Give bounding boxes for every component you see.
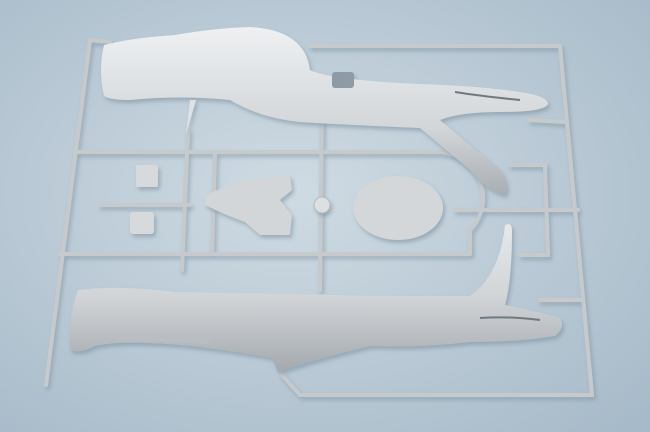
bulkhead-disc-part: [353, 176, 443, 240]
small-panel-part: [130, 212, 154, 234]
lower-fuselage-half: [69, 224, 563, 372]
upper-fuselage-half: [101, 27, 548, 195]
round-small-part: [313, 196, 331, 214]
fuselage-window-opening: [332, 72, 354, 88]
small-panel-part: [136, 165, 158, 187]
small-parts: [130, 165, 443, 240]
cockpit-floor-part: [205, 175, 292, 235]
